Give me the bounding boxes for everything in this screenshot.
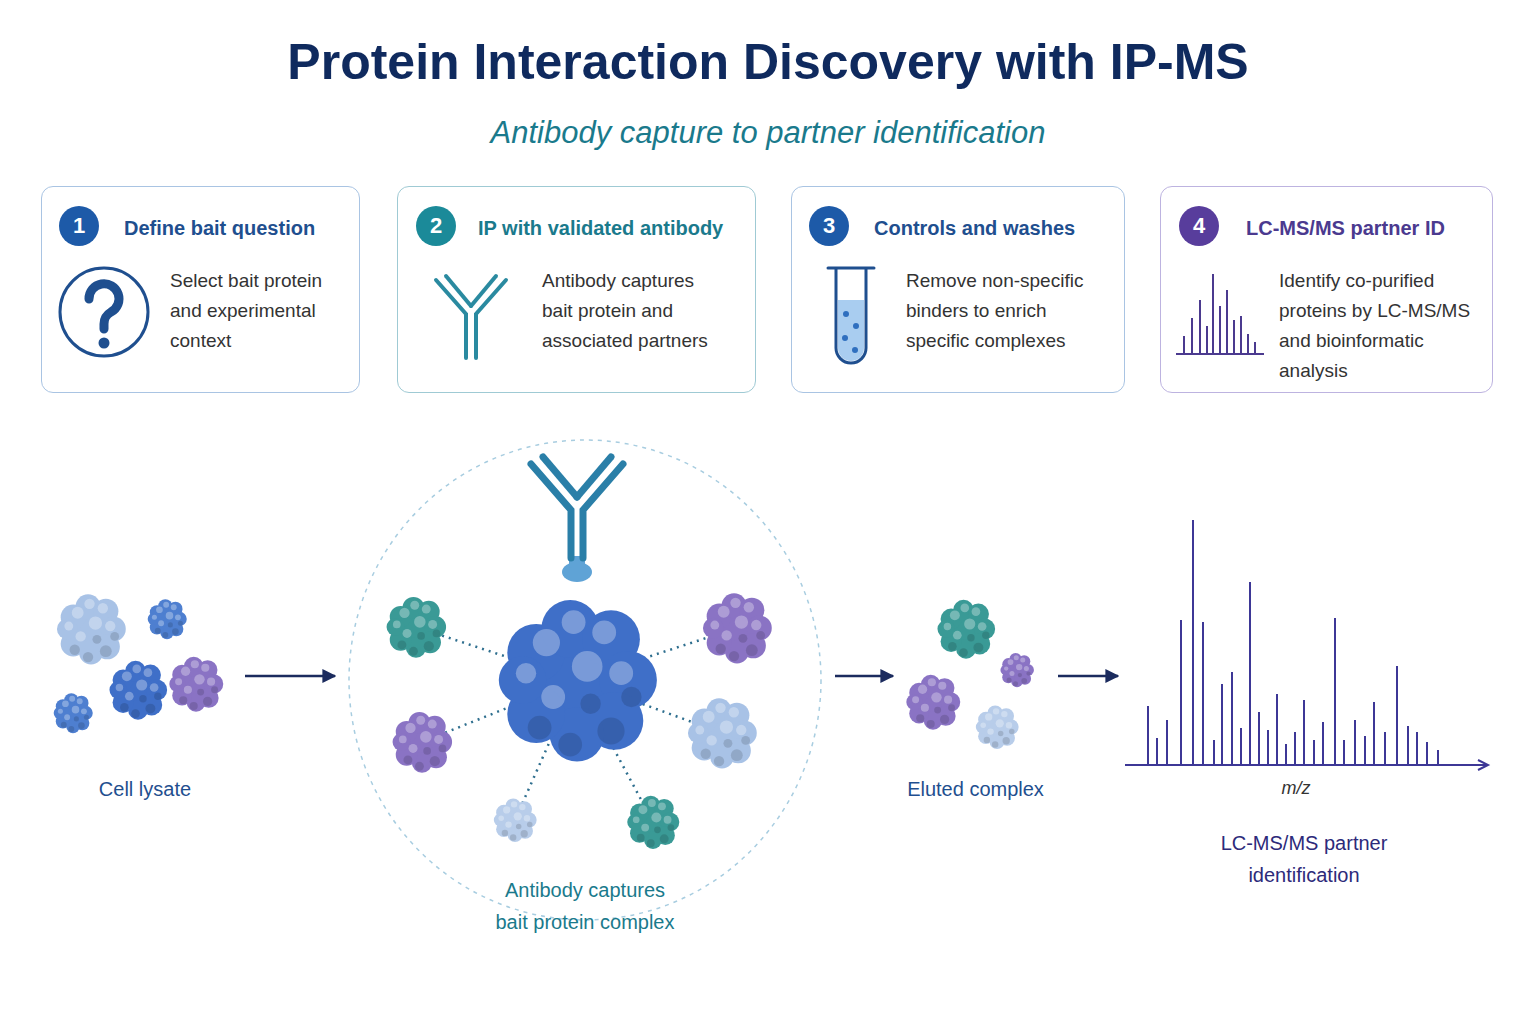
eluted-proteins — [906, 600, 1034, 749]
lysate-proteins — [148, 599, 187, 639]
test-tube-icon — [838, 300, 864, 361]
step-heading: IP with validated antibody — [478, 215, 723, 241]
stage-label: LC-MS/MS partner identification — [1194, 827, 1414, 891]
mini-spectrum-icon — [1176, 274, 1264, 354]
step-number-badge: 4 — [1179, 206, 1219, 246]
badge-circle — [1179, 206, 1219, 246]
partner-proteins — [387, 593, 772, 849]
step-card: LC-MS/MS partner ID Identify co-purified … — [1160, 186, 1493, 393]
diagram-subtitle: Antibody capture to partner identificati… — [0, 112, 1536, 154]
capture-outline — [349, 440, 821, 920]
partner-proteins — [627, 796, 679, 849]
badge-circle — [416, 206, 456, 246]
mass-spectrum — [1148, 520, 1438, 765]
step-number-badge: 2 — [416, 206, 456, 246]
antibody-icon — [446, 276, 471, 306]
diagram-title: Protein Interaction Discovery with IP-MS — [0, 32, 1536, 92]
eluted-proteins — [937, 600, 995, 659]
lysate-proteins — [57, 594, 126, 664]
antibody-drawing — [531, 457, 623, 582]
spectrum-group: LC-MS/MS partner identification — [1118, 500, 1490, 900]
antibody-drawing — [577, 457, 611, 497]
antibody-drawing — [531, 457, 623, 558]
axis-label: m/z — [1196, 778, 1396, 799]
stage-label: Cell lysate — [45, 773, 245, 805]
step-number: 4 — [1179, 206, 1219, 246]
question-icon — [60, 268, 148, 356]
step-heading: LC-MS/MS partner ID — [1246, 215, 1445, 241]
antibody-drawing — [543, 457, 577, 497]
partner-proteins — [494, 798, 537, 842]
antibody-icon — [471, 276, 496, 306]
bait-protein — [499, 600, 657, 762]
question-icon — [89, 284, 119, 329]
flow-arrow — [1058, 675, 1118, 678]
test-tube-icon — [842, 335, 848, 341]
test-tube-icon — [828, 268, 874, 363]
flow-arrow — [835, 675, 893, 678]
badge-circle — [59, 206, 99, 246]
partner-proteins — [688, 698, 757, 768]
lysate-proteins — [109, 661, 167, 720]
test-tube-icon — [828, 267, 874, 270]
test-tube-icon — [843, 311, 849, 317]
partner-proteins — [703, 593, 772, 663]
step-number: 1 — [59, 206, 99, 246]
step-description: Select bait protein and experimental con… — [170, 266, 345, 356]
mass-spectrum — [1125, 764, 1486, 766]
eluted-group: Eluted complex — [893, 590, 1058, 805]
step-card: Controls and washesRemove non-specific b… — [791, 186, 1125, 393]
partner-proteins — [387, 597, 447, 658]
test-tube-icon — [836, 268, 866, 363]
mass-spectrum — [1125, 520, 1488, 770]
badge-circle — [809, 206, 849, 246]
eluted-proteins — [1000, 653, 1033, 687]
step-card: Define bait questionSelect bait protein … — [41, 186, 360, 393]
step-number-badge: 1 — [59, 206, 99, 246]
step-heading: Controls and washes — [874, 215, 1075, 241]
mini-spectrum-icon — [1184, 274, 1255, 354]
step-heading: Define bait question — [124, 215, 315, 241]
stage-label: Antibody captures bait protein complex — [490, 874, 680, 938]
test-tube-icon — [853, 323, 859, 329]
eluted-proteins — [976, 705, 1019, 749]
step-description: Remove non-specific binders to enrich sp… — [906, 266, 1101, 356]
step-description: Identify co-purified proteins by LC-MS/M… — [1279, 266, 1484, 386]
step-card: IP with validated antibodyAntibody captu… — [397, 186, 756, 393]
lysate-proteins — [169, 657, 223, 712]
flow-arrow — [245, 675, 335, 678]
question-icon — [99, 338, 110, 349]
partner-proteins — [393, 712, 453, 773]
lysate-group: Cell lysate — [45, 580, 245, 805]
lysate-proteins — [54, 594, 224, 733]
lysate-proteins — [54, 693, 93, 733]
eluted-proteins — [906, 675, 960, 730]
step-number-badge: 3 — [809, 206, 849, 246]
antibody-icon — [436, 276, 506, 358]
step-description: Antibody captures bait protein and assoc… — [542, 266, 717, 356]
capture-outline — [335, 435, 835, 935]
capture-group: Antibody captures bait protein complex — [335, 435, 835, 935]
mass-spectrum — [1478, 760, 1488, 770]
test-tube-icon — [852, 347, 858, 353]
stage-label: Eluted complex — [893, 773, 1058, 805]
step-number: 2 — [416, 206, 456, 246]
question-icon — [60, 268, 148, 356]
step-number: 3 — [809, 206, 849, 246]
bait-protein — [499, 600, 657, 762]
